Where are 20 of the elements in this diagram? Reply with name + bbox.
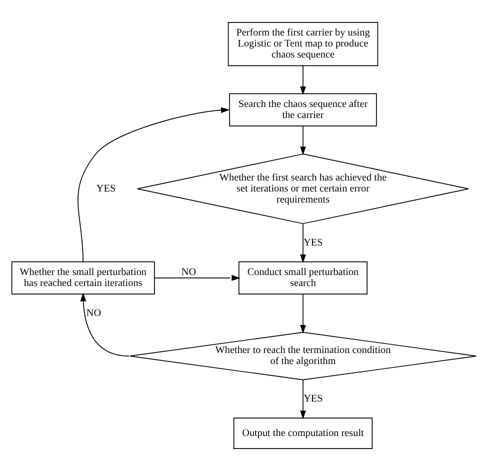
node-box: Perform the first carrier by using Logistic or Tent map to produce chaos sequence bbox=[228, 21, 378, 66]
node-box: Output the computation result bbox=[233, 417, 373, 449]
edge-label: NO bbox=[181, 266, 196, 278]
node-diamond: Whether to reach the termination condition of the algorithm bbox=[129, 331, 477, 380]
arrow bbox=[80, 292, 130, 356]
arrow bbox=[78, 106, 230, 262]
node-box: Search the chaos sequence after the carrier bbox=[229, 92, 377, 126]
node-box: Conduct small perturbation search bbox=[238, 260, 368, 294]
arrow bbox=[300, 293, 306, 334]
edge-label: YES bbox=[96, 182, 116, 194]
edge-label: YES bbox=[304, 236, 323, 248]
edge-label: NO bbox=[86, 307, 102, 318]
edge-label: YES bbox=[304, 393, 323, 404]
arrow bbox=[154, 274, 240, 280]
node-diamond: Whether the first search has achieved the set iterations or met certain error requirements bbox=[137, 153, 469, 224]
arrow bbox=[300, 222, 306, 263]
arrow bbox=[300, 379, 306, 419]
arrow bbox=[300, 125, 306, 155]
node-box: Whether the small perturbation has reached certain iterations bbox=[11, 260, 155, 294]
arrow bbox=[300, 64, 306, 94]
